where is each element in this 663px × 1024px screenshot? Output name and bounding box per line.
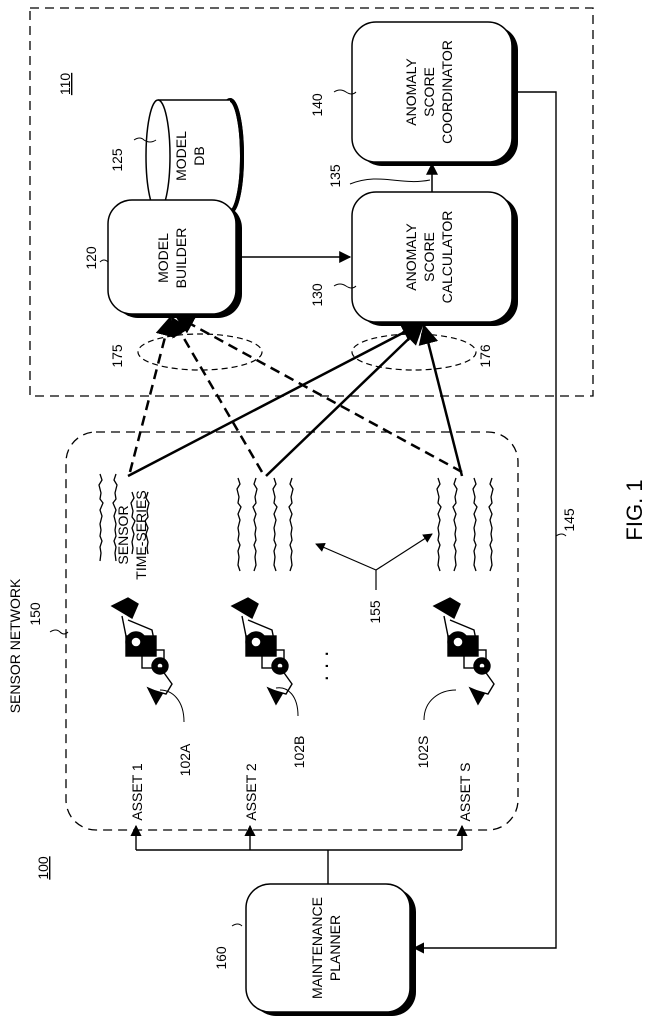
ref-155-line-b (376, 534, 432, 570)
ref-150: 150 (27, 602, 43, 626)
ref-110: 110 (57, 73, 73, 96)
backhoe-icon-asset-S (434, 598, 494, 704)
sensor-time-series-label-1: SENSOR (115, 505, 131, 564)
ref-145: 145 (561, 508, 577, 532)
ref-135-leader (350, 179, 430, 184)
model-builder-box (108, 200, 236, 314)
ref-155: 155 (367, 600, 383, 624)
ref-102B: 102B (291, 736, 307, 769)
asset-1-label: ASSET 1 (129, 763, 145, 821)
asset-S-label: ASSET S (457, 763, 473, 822)
ref-120: 120 (83, 246, 99, 270)
sensor-time-series-group-S (437, 478, 493, 571)
dashed-line-seriesS (176, 316, 462, 472)
ref-102A-leader (160, 690, 184, 722)
model-builder-label-1: MODEL (155, 233, 171, 283)
coordinator-label-1: ANOMALY (403, 58, 419, 126)
model-db-label-2: DB (191, 146, 207, 165)
calculator-label-3: CALCULATOR (439, 211, 455, 304)
sensor-network-label: SENSOR NETWORK (7, 578, 23, 713)
calculator-label-2: SCORE (421, 232, 437, 282)
backhoe-icon-asset-1 (112, 598, 172, 704)
solid-line-series1 (128, 324, 420, 476)
ref-135: 135 (327, 164, 343, 188)
solid-group-ellipse (352, 334, 476, 370)
ref-125: 125 (109, 148, 125, 172)
ref-176: 176 (477, 344, 493, 368)
ref-150-leader (50, 630, 68, 634)
maintenance-planner-label-1: MAINTENANCE (309, 897, 325, 999)
figure-caption: FIG. 1 (622, 479, 647, 540)
ref-120-leader (100, 260, 108, 262)
calculator-label-1: ANOMALY (403, 223, 419, 291)
coordinator-label-3: COORDINATOR (439, 40, 455, 144)
ref-145-leader (556, 534, 566, 536)
ref-102S: 102S (415, 736, 431, 769)
ref-155-line-a (316, 544, 376, 570)
ref-102S-leader (424, 690, 456, 720)
sensor-time-series-group-2 (237, 478, 293, 571)
assets-ellipsis: . . . (308, 651, 333, 682)
asset-2-label: ASSET 2 (243, 763, 259, 821)
sensor-time-series-label-2: TIME-SERIES (133, 490, 149, 579)
ref-140: 140 (309, 93, 325, 117)
model-builder-label-2: BUILDER (173, 228, 189, 289)
ref-175: 175 (109, 344, 125, 368)
ref-102A: 102A (177, 743, 193, 776)
solid-line-series2 (266, 326, 422, 476)
ref-130: 130 (309, 283, 325, 307)
maintenance-planner-label-2: PLANNER (327, 915, 343, 981)
ref-100: 100 (35, 856, 51, 880)
model-db-label-1: MODEL (173, 131, 189, 181)
ref-160-leader (232, 924, 242, 926)
ref-160: 160 (213, 946, 229, 970)
coordinator-label-2: SCORE (421, 67, 437, 117)
